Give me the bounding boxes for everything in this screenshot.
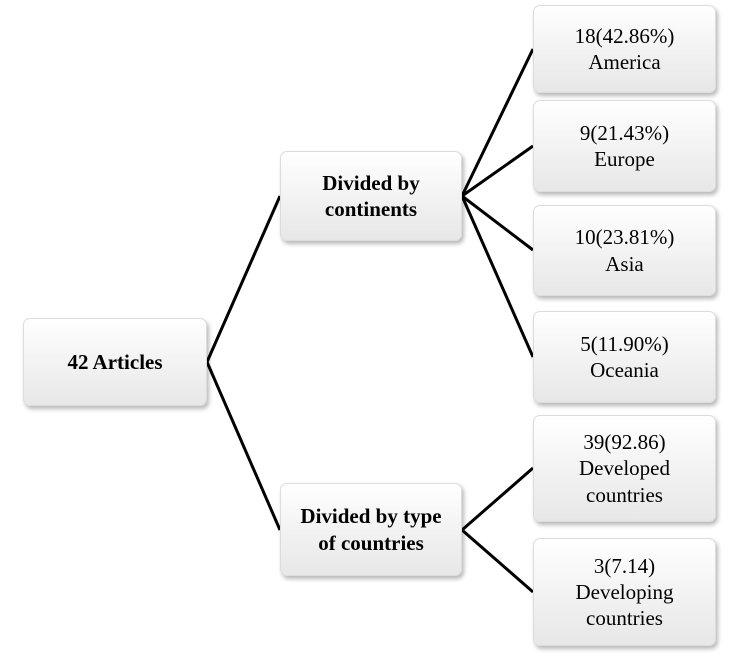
leaf-name: countries xyxy=(586,606,663,631)
leaf-node-america: 18(42.86%) America xyxy=(533,5,716,93)
leaf-node-developed-countries: 39(92.86) Developed countries xyxy=(533,415,716,522)
branch-node-country-types: Divided by type of countries xyxy=(280,483,462,576)
leaf-name: countries xyxy=(586,482,663,507)
branch-label-line: of countries xyxy=(318,530,424,555)
leaf-name: Developed xyxy=(579,456,670,481)
connector-types-developed xyxy=(461,466,534,532)
connector-continents-america xyxy=(460,48,535,197)
connector-continents-asia xyxy=(461,194,534,252)
connector-root-types xyxy=(205,361,282,531)
branch-label-line: Divided by xyxy=(322,170,420,195)
leaf-node-asia: 10(23.81%) Asia xyxy=(533,205,716,296)
connector-continents-europe xyxy=(461,144,534,198)
branch-label-line: Divided by type xyxy=(300,504,442,529)
leaf-value: 3(7.14) xyxy=(593,553,656,578)
branch-label-line: continents xyxy=(324,197,418,221)
leaf-node-oceania: 5(11.90%) Oceania xyxy=(533,311,716,403)
leaf-name: Asia xyxy=(605,251,644,276)
leaf-name: Developing xyxy=(575,579,674,604)
connector-root-continents xyxy=(205,195,282,363)
leaf-value: 10(23.81%) xyxy=(574,225,675,250)
leaf-value: 5(11.90%) xyxy=(580,331,669,356)
leaf-value: 39(92.86) xyxy=(583,430,666,455)
leaf-value: 18(42.86%) xyxy=(574,23,675,48)
leaf-value: 9(21.43%) xyxy=(579,120,670,145)
leaf-name: America xyxy=(588,50,661,74)
branch-node-continents: Divided by continents xyxy=(280,151,462,241)
root-node: 42 Articles xyxy=(23,318,207,406)
connector-continents-oceania xyxy=(460,195,535,358)
leaf-name: Europe xyxy=(594,147,655,171)
leaf-node-europe: 9(21.43%) Europe xyxy=(533,100,716,192)
leaf-node-developing-countries: 3(7.14) Developing countries xyxy=(533,538,716,646)
root-label: 42 Articles xyxy=(67,349,163,374)
connector-types-developing xyxy=(461,528,534,594)
leaf-name: Oceania xyxy=(590,358,659,382)
